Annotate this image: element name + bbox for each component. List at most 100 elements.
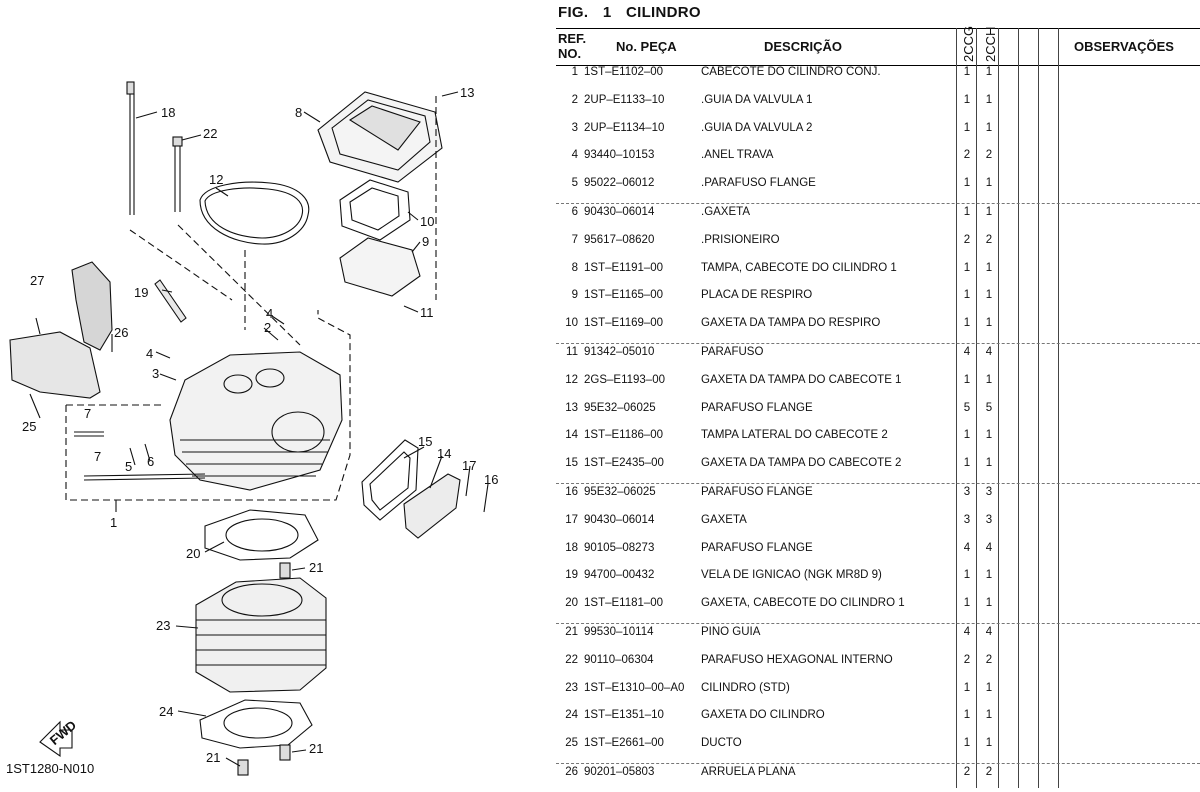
ref-no: 12 (565, 373, 578, 386)
exploded-diagram: FWD 18 22 12 8 13 10 9 11 19 27 26 25 4 … (0, 0, 540, 788)
qty-2ccg: 1 (963, 177, 971, 190)
qty-2cch: 3 (985, 513, 993, 526)
qty-2ccg: 1 (963, 261, 971, 274)
part-number: 90430–06014 (584, 513, 655, 526)
callout-labels: 18 22 12 8 13 10 9 11 19 27 26 25 4 2 4 … (22, 85, 498, 765)
part-number: 1ST–E1186–00 (584, 429, 664, 442)
part-number: 2GS–E1193–00 (584, 373, 665, 386)
part-number: 1ST–E1169–00 (584, 317, 664, 330)
qty-2ccg: 1 (963, 289, 971, 302)
callout-9: 9 (422, 234, 429, 249)
qty-2ccg: 2 (963, 653, 971, 666)
part-number: 2UP–E1133–10 (584, 93, 665, 106)
qty-2cch: 3 (985, 485, 993, 498)
qty-2cch: 1 (985, 261, 993, 274)
callout-10: 10 (420, 214, 434, 229)
qty-2cch: 1 (985, 177, 993, 190)
ref-no: 17 (565, 513, 578, 526)
callout-18: 18 (161, 105, 175, 120)
col-line (1058, 28, 1059, 788)
description: CILINDRO (STD) (701, 681, 790, 694)
part-number: 1ST–E1351–10 (584, 709, 664, 722)
ref-no: 22 (565, 653, 578, 666)
part-number: 90201–05803 (584, 765, 655, 778)
callout-5: 5 (125, 459, 132, 474)
qty-2ccg: 1 (963, 66, 971, 78)
description: CABECOTE DO CILINDRO CONJ. (701, 66, 881, 78)
callout-20: 20 (186, 546, 200, 561)
callout-27: 27 (30, 273, 44, 288)
ref-no: 16 (565, 485, 578, 498)
description: GAXETA DA TAMPA DO CABECOTE 2 (701, 457, 902, 470)
qty-2cch: 1 (985, 569, 993, 582)
callout-26: 26 (114, 325, 128, 340)
ref-no: 10 (565, 317, 578, 330)
callout-13: 13 (460, 85, 474, 100)
callout-3: 3 (152, 366, 159, 381)
qty-2ccg: 5 (963, 401, 971, 414)
header-ref-line1: REF. (558, 31, 587, 46)
qty-2cch: 1 (985, 289, 993, 302)
description: GAXETA (701, 513, 747, 526)
qty-2ccg: 1 (963, 597, 971, 610)
ref-no: 26 (565, 765, 578, 778)
description: .PARAFUSO FLANGE (701, 177, 816, 190)
fig-number: 1 (602, 4, 612, 21)
part-number: 1ST–E1102–00 (584, 66, 664, 78)
description: VELA DE IGNICAO (NGK MR8D 9) (701, 569, 882, 582)
callout-22: 22 (203, 126, 217, 141)
qty-2ccg: 1 (963, 93, 971, 106)
col-line (956, 28, 957, 788)
figure-title: FIG. 1 CILINDRO (558, 4, 711, 21)
qty-2cch: 1 (985, 429, 993, 442)
ref-no: 18 (565, 541, 578, 554)
header-part-no: No. PEÇA (616, 39, 677, 54)
qty-2cch: 1 (985, 373, 993, 386)
qty-2ccg: 1 (963, 373, 971, 386)
qty-2ccg: 1 (963, 681, 971, 694)
qty-2ccg: 4 (963, 345, 971, 358)
qty-2cch: 2 (985, 765, 993, 778)
ref-no: 3 (571, 121, 578, 134)
description: GAXETA, CABECOTE DO CILINDRO 1 (701, 597, 905, 610)
col-line (1018, 28, 1019, 788)
part-number: 95022–06012 (584, 177, 655, 190)
part-number: 95E32–06025 (584, 485, 656, 498)
description: PARAFUSO FLANGE (701, 541, 813, 554)
ref-no: 15 (565, 457, 578, 470)
description: ARRUELA PLANA (701, 765, 796, 778)
part-number: 1ST–E1181–00 (584, 597, 664, 610)
callout-25: 25 (22, 419, 36, 434)
fig-name: CILINDRO (625, 4, 701, 21)
qty-2ccg: 3 (963, 485, 971, 498)
ref-no: 24 (565, 709, 578, 722)
description: .PRISIONEIRO (701, 233, 780, 246)
part-number: 1ST–E1191–00 (584, 261, 664, 274)
callout-15: 15 (418, 434, 432, 449)
qty-2cch: 1 (985, 457, 993, 470)
qty-2cch: 4 (985, 541, 993, 554)
callout-6: 6 (147, 454, 154, 469)
callout-7a: 7 (84, 406, 91, 421)
part-number: 1ST–E2661–00 (584, 737, 664, 750)
part-number: 95617–08620 (584, 233, 655, 246)
qty-2cch: 1 (985, 597, 993, 610)
description: .GUIA DA VALVULA 2 (701, 121, 813, 134)
qty-2ccg: 1 (963, 121, 971, 134)
